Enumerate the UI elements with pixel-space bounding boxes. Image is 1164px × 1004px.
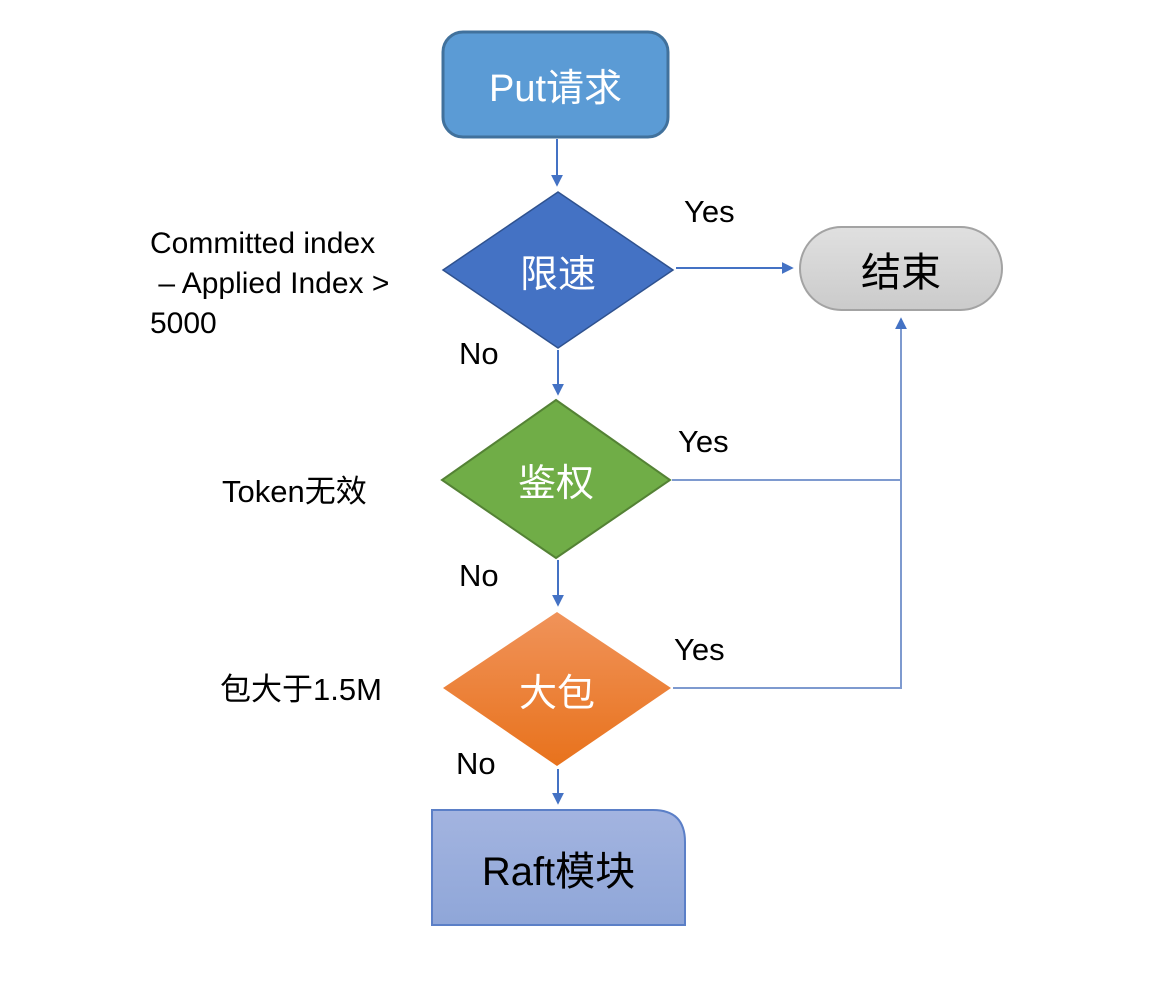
node-auth-decision-shape: [440, 398, 672, 560]
auth-condition-annotation: Token无效: [222, 474, 367, 509]
node-end-terminator-shape: [799, 226, 1003, 311]
bigpacket-condition-annotation: 包大于1.5M: [220, 672, 382, 707]
node-raft-process-shape: [431, 809, 686, 926]
ratelimit-condition-annotation: Committed index – Applied Index > 5000: [150, 227, 390, 340]
ratelimit-no-label: No: [459, 336, 499, 371]
bigpacket-yes-label: Yes: [674, 632, 725, 667]
bigpacket-no-label: No: [456, 746, 496, 781]
node-bigpacket-decision-shape: [443, 612, 671, 766]
edge-bigpacket-yes-to-end: [673, 317, 907, 689]
node-ratelimit-decision-shape: [441, 191, 675, 349]
auth-no-label: No: [459, 558, 499, 593]
ratelimit-yes-label: Yes: [684, 194, 735, 229]
auth-yes-label: Yes: [678, 424, 729, 459]
node-start-shape: [441, 30, 670, 139]
